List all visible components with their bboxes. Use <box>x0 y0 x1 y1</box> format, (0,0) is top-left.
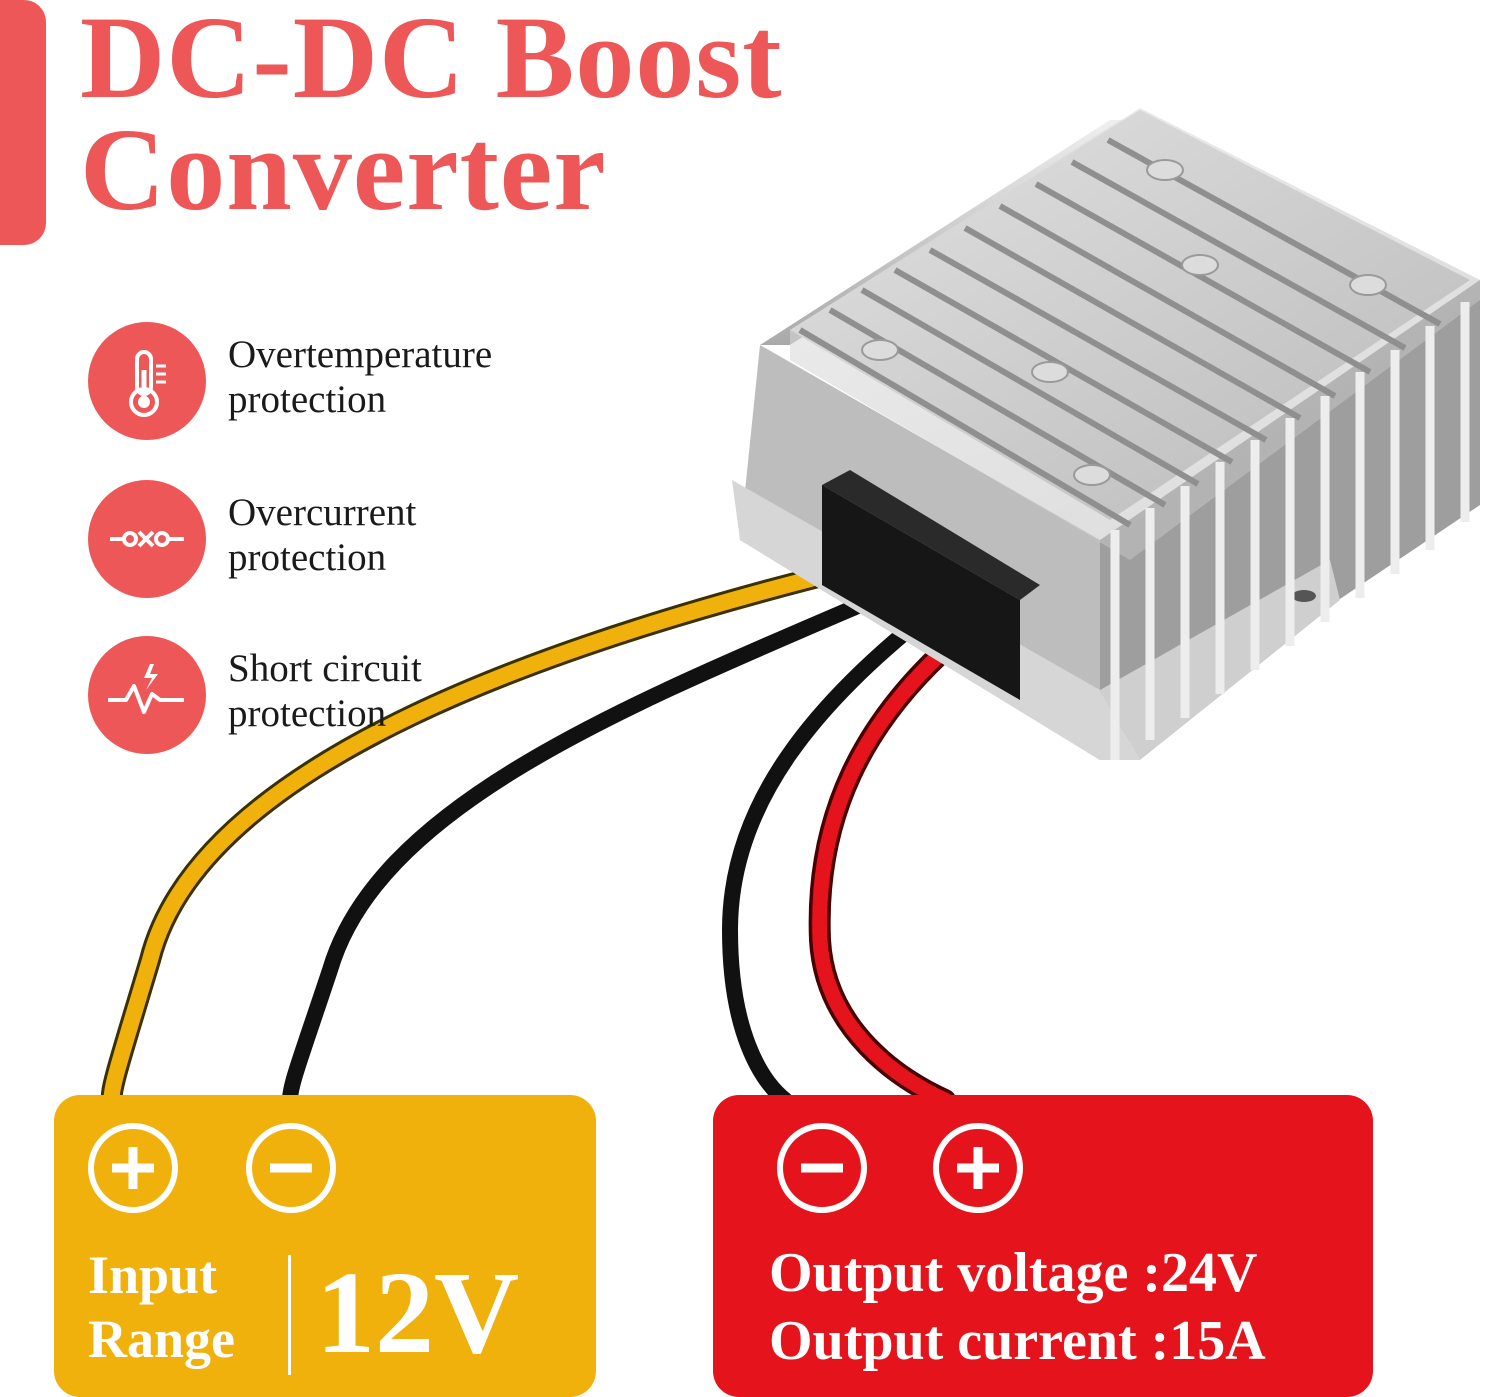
output-current: Output current :15A <box>769 1310 1266 1372</box>
wire-black-input <box>282 582 903 1108</box>
feature-title: Short circuit <box>228 647 422 690</box>
overcurrent-icon <box>88 480 206 598</box>
output-panel: Output voltage :24V Output current :15A <box>713 1095 1373 1397</box>
input-panel: Input Range 12V <box>54 1095 596 1397</box>
minus-icon <box>777 1123 867 1213</box>
title-line-2: Converter <box>80 104 607 235</box>
plus-icon <box>88 1123 178 1213</box>
cable-gland <box>822 485 1020 700</box>
feature-subtitle: protection <box>228 536 387 579</box>
title-line-1: DC-DC Boost <box>80 0 783 123</box>
title-accent-bar <box>0 0 46 245</box>
heatsink-fins <box>760 108 1480 560</box>
input-voltage-value: 12V <box>316 1247 520 1378</box>
feature-title: Overcurrent <box>228 491 417 534</box>
plus-icon <box>933 1123 1023 1213</box>
wire-black-output <box>721 604 938 1108</box>
page-title: DC-DC Boost Converter <box>80 0 783 235</box>
panel-divider <box>288 1255 291 1375</box>
short-circuit-icon <box>88 636 206 754</box>
feature-subtitle: protection <box>228 692 387 735</box>
feature-title: Overtemperature <box>228 333 493 376</box>
minus-icon <box>246 1123 336 1213</box>
input-range-label: Input Range <box>88 1245 235 1369</box>
feature-subtitle: protection <box>228 378 387 421</box>
feature-overcurrent: Overcurrent protection <box>88 480 608 598</box>
thermometer-icon <box>88 322 206 440</box>
feature-short-circuit: Short circuit protection <box>88 636 608 754</box>
feature-overtemperature: Overtemperature protection <box>88 322 608 440</box>
output-voltage: Output voltage :24V <box>769 1242 1258 1304</box>
